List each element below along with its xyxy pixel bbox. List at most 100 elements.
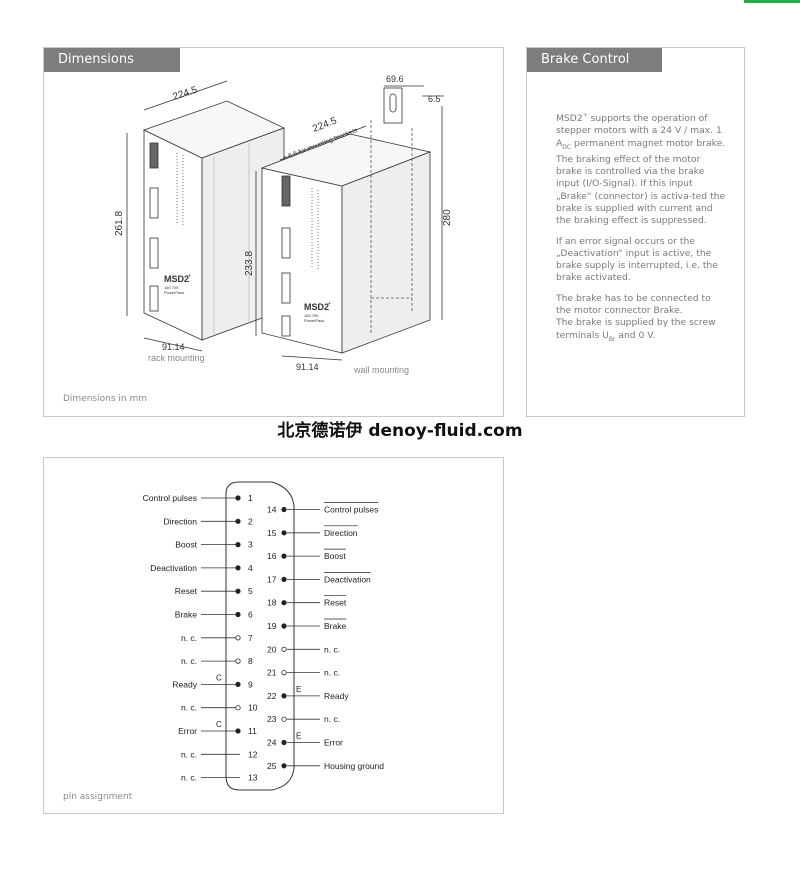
pin-contact (235, 542, 241, 548)
pin-mark: C (216, 673, 222, 682)
pin-number: 21 (267, 668, 277, 678)
pin-label: n. c. (324, 714, 340, 724)
pin-number: 17 (267, 574, 277, 584)
pin-label: n. c. (181, 656, 197, 666)
pin-number: 7 (248, 633, 253, 643)
pin-label: Control pulses (143, 493, 197, 503)
pin-number: 4 (248, 563, 253, 573)
pin-label: Ready (172, 679, 197, 689)
pin-label: Ready (324, 691, 349, 701)
pin-number: 8 (248, 656, 253, 666)
pin-contact (281, 716, 287, 722)
brake-paragraph-3: The brake has to be connected to the mot… (556, 292, 716, 343)
pin-contact (235, 635, 241, 641)
pin-left-10: n. c.10 (181, 703, 258, 713)
pin-contact (281, 600, 287, 606)
pin-number: 20 (267, 644, 277, 654)
brake-control-text: MSD2+ supports the operation of stepper … (556, 110, 726, 354)
pin-label: Error (324, 738, 343, 748)
rack-mounting-label: rack mounting (148, 353, 205, 363)
pin-contact (281, 506, 287, 513)
pin-number: 15 (267, 528, 277, 538)
wall-width-dimension: 224.5 (311, 115, 339, 134)
pin-assignment-caption: pin assignment (63, 792, 133, 802)
pin-number: 6 (248, 610, 253, 620)
pin-number: 2 (248, 516, 253, 526)
wall-brand-sup: + (328, 301, 331, 307)
dimensions-tab-title: Dimensions (44, 48, 180, 72)
rack-sublabel-1: 160 705 (164, 285, 179, 290)
pin-right-25: 25 Housing ground (267, 761, 384, 771)
pin-number: 24 (267, 738, 277, 748)
pin-number: 12 (248, 749, 258, 759)
pin-number: 25 (267, 761, 277, 771)
pin-contact (235, 495, 241, 501)
wall-sublabel-1: 160 705 (304, 313, 319, 318)
pin-right-21: 21 n. c. (267, 668, 340, 678)
pin-label: Housing ground (324, 761, 384, 771)
pin-label: n. c. (324, 668, 340, 678)
pin-number: 3 (248, 540, 253, 550)
wall-depth-dimension: 91.14 (296, 362, 319, 372)
pin-right-17: 17 Deactivation (267, 572, 371, 584)
pin-label: Brake (175, 610, 197, 620)
wall-top-width-dimension: 69.6 (386, 74, 404, 84)
pin-right-24: 24 E Error (267, 732, 343, 748)
pin-left-12: n. c. 12 (181, 749, 258, 759)
pin-number: 11 (248, 726, 257, 736)
rack-brand-label: MSD2 (164, 274, 189, 284)
pin-label: Direction (163, 516, 197, 526)
pin-contact (281, 576, 287, 583)
pin-contact (281, 693, 287, 699)
rack-brand-sup: + (188, 273, 191, 279)
wall-brand-label: MSD2 (304, 302, 329, 312)
pin-left-1: Control pulses 1 (143, 493, 253, 503)
pin-contact (281, 646, 287, 652)
pin-left-8: n. c. 8 (181, 656, 253, 666)
rack-width-dimension: 224.5 (172, 85, 200, 103)
pin-number: 23 (267, 714, 277, 724)
watermark-text: 北京德诺伊 denoy-fluid.com (277, 421, 523, 441)
pin-contact (281, 623, 287, 629)
wall-mount-drawing (255, 85, 444, 361)
pin-label: Reset (324, 598, 347, 608)
brake-control-tab-title: Brake Control (527, 48, 662, 72)
pin-label: n. c. (181, 773, 197, 783)
wall-height-dimension: 280 (442, 209, 453, 226)
top-accent-bar (744, 0, 800, 3)
pin-number: 13 (248, 773, 258, 783)
pin-number: 1 (248, 493, 253, 503)
dimensions-footer: Dimensions in mm (63, 394, 147, 404)
pin-right-19: 19 Brake (267, 618, 346, 631)
pin-left-13: n. c. 13 (181, 773, 258, 783)
pin-number: 19 (267, 621, 277, 631)
pin-label: Brake (324, 621, 346, 631)
pin-label: Error (178, 726, 197, 736)
pin-contact (235, 705, 241, 711)
dimensions-panel: Dimensions (43, 47, 504, 417)
pin-number: 10 (248, 703, 258, 713)
rack-depth-dimension: 91.14 (162, 342, 185, 352)
wall-mounting-label: wall mounting (353, 365, 409, 375)
pin-label: n. c. (181, 633, 197, 643)
pin-contact (235, 565, 241, 571)
brake-control-panel: Brake Control (526, 47, 745, 417)
pin-label: n. c. (181, 749, 197, 759)
connector-outline (225, 481, 295, 791)
pin-mark: E (296, 732, 301, 741)
pin-number: 16 (267, 551, 277, 561)
pin-contact (235, 658, 241, 664)
pin-contact (281, 530, 287, 536)
pin-mark: E (296, 685, 301, 694)
wall-front-height-dimension: 233.8 (244, 251, 255, 276)
pin-label: Deactivation (324, 574, 371, 584)
